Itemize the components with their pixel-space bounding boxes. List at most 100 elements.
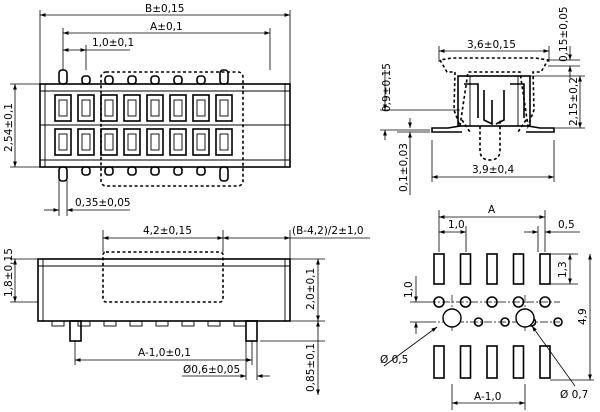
pad (433, 345, 445, 379)
side-view: 3,6±0,15 3,9±0,4 0,9±0,15 0,1±0,03 0,15±… (380, 6, 585, 195)
contact-cavity (146, 128, 164, 156)
mount-hole-right (515, 308, 535, 328)
top-view-body (39, 83, 291, 168)
contact-slot (104, 99, 114, 117)
top-pin-tail (81, 75, 91, 85)
front-view-body (37, 258, 291, 322)
dim-side-height-09: 0,9±0,15 (381, 63, 393, 112)
dim-front-085: 0,85±0,1 (305, 343, 317, 392)
dim-b-width: B±0,15 (145, 3, 184, 15)
contact-cavity (100, 94, 118, 122)
top-pin-tail (173, 166, 183, 176)
contact-slot (219, 99, 229, 117)
contact-cavity (77, 128, 95, 156)
top-pin-tail (127, 75, 137, 85)
footprint-view: A 1,0 0,5 1,3 4,9 1,0 A-1,0 Ø 0,5 Ø 0,7 (380, 204, 594, 410)
top-pin-tail (58, 69, 68, 85)
contact-cavity (215, 94, 233, 122)
pad (512, 253, 525, 285)
pad (433, 253, 445, 285)
fp-dim-hole-large: Ø 0,7 (560, 389, 588, 401)
contact-slot (81, 133, 91, 151)
top-pin-tail (58, 166, 68, 182)
pad (486, 345, 498, 379)
via-hole (500, 317, 510, 327)
top-pin-tail (104, 75, 114, 85)
contact-slot (127, 133, 137, 151)
top-pin-tail (219, 69, 229, 85)
dim-front-a10: A-1,0±0,1 (138, 347, 191, 359)
via-hole (539, 296, 551, 308)
side-view-lead-left (431, 125, 462, 133)
fp-dim-pad-width: 0,5 (558, 219, 575, 231)
contact-slot (173, 99, 183, 117)
top-pin-tail (104, 166, 114, 176)
mount-hole-left (442, 308, 462, 328)
front-leg (103, 320, 117, 327)
contact-cavity (123, 128, 141, 156)
contact-cavity (146, 94, 164, 122)
contact-cavity (100, 128, 118, 156)
top-pin-tail (81, 166, 91, 176)
pad (459, 345, 472, 379)
front-view-mating-outline (102, 251, 224, 303)
fp-dim-row-spacing: 1,0 (403, 281, 415, 298)
dim-height-254: 2,54±0,1 (3, 103, 15, 152)
contact-slot (173, 133, 183, 151)
top-view: B±0,15 A±0,1 1,0±0,1 2,54±0,1 0,35±0,05 (3, 3, 291, 216)
top-pin-tail (196, 75, 206, 85)
contact-slot (219, 133, 229, 151)
top-pin-tail (219, 166, 229, 182)
front-view-peg-right (245, 320, 258, 342)
front-leg (51, 320, 65, 327)
pad (512, 345, 525, 379)
dim-side-height-215: 2,15±0,2 (568, 77, 580, 126)
pad (486, 253, 498, 285)
fp-dim-a: A (488, 204, 496, 216)
side-view-lead-right (526, 125, 555, 133)
front-view: 4,2±0,15 (B-4,2)/2±1,0 1,8±0,15 2,0±0,1 … (3, 225, 370, 395)
top-pin-tail (173, 75, 183, 85)
dim-side-bottom-width: 3,9±0,4 (472, 164, 515, 176)
top-pin-tail (150, 166, 160, 176)
contact-cavity (54, 94, 72, 122)
via-hole (553, 317, 563, 327)
contact-slot (150, 99, 160, 117)
fp-dim-a-minus: A-1,0 (474, 391, 501, 403)
dim-a-width: A±0,1 (150, 21, 183, 33)
via-hole (473, 317, 484, 327)
contact-slot (58, 99, 68, 117)
side-view-body (457, 75, 531, 127)
contact-slot (196, 99, 206, 117)
via-hole (459, 296, 472, 308)
dim-side-base-01: 0,1±0,03 (398, 143, 410, 192)
dim-pin-width: 0,35±0,05 (75, 197, 131, 209)
fp-dim-total-height: 4,9 (577, 308, 589, 325)
front-leg (181, 320, 195, 327)
dim-side-top-015: 0,15±0,05 (558, 6, 570, 62)
dim-side-top-width: 3,6±0,15 (467, 39, 516, 51)
contact-slot (150, 133, 160, 151)
via-hole (433, 296, 445, 308)
fp-dim-pitch: 1,0 (448, 219, 465, 231)
contact-slot (196, 133, 206, 151)
side-view-mating-outline (438, 57, 550, 130)
via-hole (486, 296, 498, 308)
contact-cavity (77, 94, 95, 122)
dim-front-peg: Ø0,6±0,05 (183, 364, 240, 376)
top-pin-tail (196, 166, 206, 176)
dim-front-20: 2,0±0,1 (305, 268, 317, 310)
front-leg (129, 320, 143, 327)
contact-cavity (215, 128, 233, 156)
front-leg (155, 320, 169, 327)
front-leg (77, 320, 91, 327)
top-pin-tail (127, 166, 137, 176)
fp-dim-pad-length: 1,3 (557, 261, 569, 278)
pad (459, 253, 472, 285)
dim-front-18: 1,8±0,15 (3, 248, 15, 297)
top-pin-tail (150, 75, 160, 85)
contact-slot (127, 99, 137, 117)
pad (539, 345, 551, 379)
contact-cavity (123, 94, 141, 122)
